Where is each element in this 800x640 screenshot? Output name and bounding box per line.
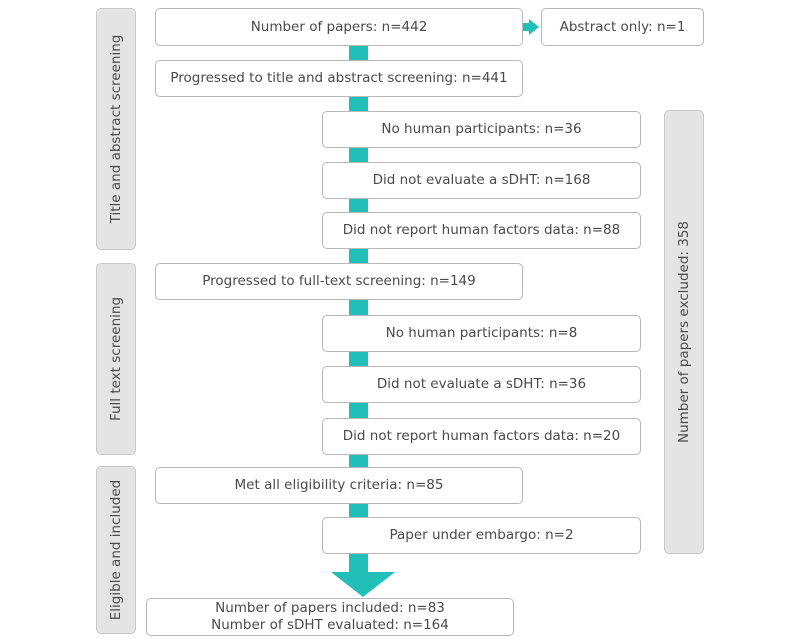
final-sdht-text: Number of sDHT evaluated: n=164 xyxy=(211,617,449,633)
ta-no-human-text: No human participants: n=36 xyxy=(381,121,582,138)
abstract-only-text: Abstract only: n=1 xyxy=(559,18,686,35)
connector-2 xyxy=(349,96,368,111)
progressed-ft-text: Progressed to full-text screening: n=149 xyxy=(202,273,476,290)
connector-6 xyxy=(349,300,368,315)
ft-no-sdht-box: Did not evaluate a sDHT: n=36 xyxy=(322,366,641,403)
connector-4 xyxy=(349,198,368,212)
connector-8 xyxy=(349,403,368,418)
abstract-only-box: Abstract only: n=1 xyxy=(541,8,704,46)
papers-total-text: Number of papers: n=442 xyxy=(250,18,428,35)
progressed-ta-text: Progressed to title and abstract screeni… xyxy=(170,70,508,87)
connector-9 xyxy=(349,455,368,467)
met-criteria-text: Met all eligibility criteria: n=85 xyxy=(234,477,444,494)
ft-no-human-box: No human participants: n=8 xyxy=(322,315,641,352)
ta-no-hf-box: Did not report human factors data: n=88 xyxy=(322,212,641,249)
down-arrow xyxy=(331,572,395,597)
ft-no-sdht-text: Did not evaluate a sDHT: n=36 xyxy=(376,376,587,393)
connector-7 xyxy=(349,352,368,366)
progressed-ta-box: Progressed to title and abstract screeni… xyxy=(155,60,523,97)
phase-title-abstract: Title and abstract screening xyxy=(96,8,136,250)
right-arrow-shaft xyxy=(523,23,531,31)
ft-no-hf-text: Did not report human factors data: n=20 xyxy=(342,428,621,445)
ta-no-hf-text: Did not report human factors data: n=88 xyxy=(342,222,621,239)
embargo-box: Paper under embargo: n=2 xyxy=(322,517,641,554)
connector-1 xyxy=(349,45,368,60)
phase-full-text: Full text screening xyxy=(96,263,136,455)
ta-no-human-box: No human participants: n=36 xyxy=(322,111,641,148)
connector-5 xyxy=(349,249,368,263)
connector-11 xyxy=(349,554,368,573)
embargo-text: Paper under embargo: n=2 xyxy=(389,527,574,544)
ta-no-sdht-box: Did not evaluate a sDHT: n=168 xyxy=(322,162,641,199)
connector-10 xyxy=(349,504,368,517)
ta-no-sdht-text: Did not evaluate a sDHT: n=168 xyxy=(372,172,591,189)
final-papers-text: Number of papers included: n=83 xyxy=(215,600,445,617)
excluded-total-panel: Number of papers excluded: 358 xyxy=(664,110,704,554)
ft-no-hf-box: Did not report human factors data: n=20 xyxy=(322,418,641,455)
final-included-box: Number of papers included: n=83 Number o… xyxy=(146,598,514,636)
connector-3 xyxy=(349,148,368,162)
progressed-ft-box: Progressed to full-text screening: n=149 xyxy=(155,263,523,300)
papers-total-box: Number of papers: n=442 xyxy=(155,8,523,46)
right-arrow-head xyxy=(529,19,539,35)
phase-eligible: Eligible and included xyxy=(96,466,136,634)
met-criteria-box: Met all eligibility criteria: n=85 xyxy=(155,467,523,504)
ft-no-human-text: No human participants: n=8 xyxy=(385,325,578,342)
